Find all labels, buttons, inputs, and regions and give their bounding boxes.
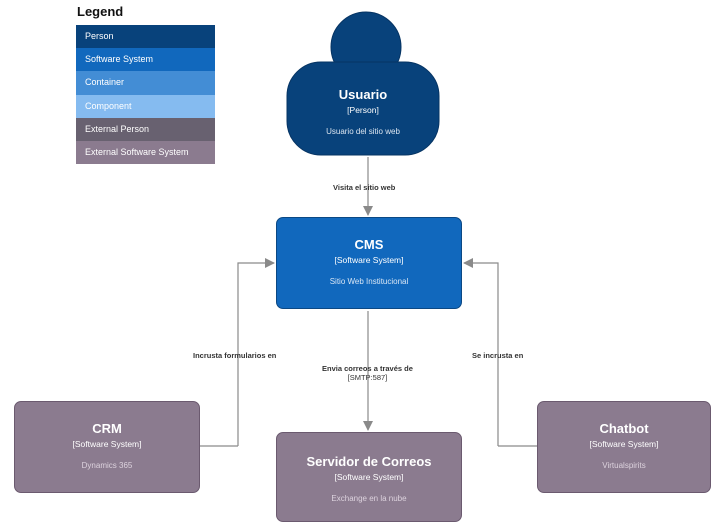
person-type: [Person] [347,105,379,115]
legend-item-component: Component [76,94,215,118]
edge-label-cms-mail: Envia correos a través de [SMTP:587] [322,364,413,382]
system-name: CRM [92,421,122,436]
legend-item-person: Person [76,25,215,49]
system-type: [Software System] [589,439,659,449]
system-name: CMS [354,237,384,252]
edge-label-text: Envia correos a través de [322,364,413,373]
edge-label-user-cms: Visita el sitio web [333,183,396,192]
legend: Person Software System Container Compone… [76,25,215,165]
system-name: Servidor de Correos [306,454,432,469]
person-name: Usuario [338,87,388,102]
system-description: Virtualspirits [602,461,646,470]
legend-title: Legend [77,4,124,19]
system-name: Chatbot [599,421,649,436]
system-description: Exchange en la nube [331,494,407,503]
edge-label-crm-cms: Incrusta formularios en [193,351,277,360]
person-description: Usuario del sitio web [326,127,400,136]
system-type: [Software System] [72,439,142,449]
system-servidor-de-correos[interactable]: Servidor de Correos [Software System] Ex… [276,432,462,522]
system-description: Dynamics 365 [81,461,133,470]
system-cms[interactable]: CMS [Software System] Sitio Web Instituc… [276,217,462,309]
legend-item-external-software-system: External Software System [76,140,215,165]
system-chatbot[interactable]: Chatbot [Software System] Virtualspirits [537,401,711,493]
legend-item-container: Container [76,71,215,95]
legend-item-software-system: Software System [76,48,215,72]
system-type: [Software System] [334,255,404,265]
system-crm[interactable]: CRM [Software System] Dynamics 365 [14,401,200,493]
edge-label-technology: [SMTP:587] [347,373,388,382]
person-usuario[interactable]: Usuario [Person] Usuario del sitio web [287,87,439,136]
edge-label-chatbot-cms: Se incrusta en [472,351,524,360]
person-shape[interactable] [286,11,440,156]
edge-chatbot-cms [463,258,499,446]
edge-crm-cms [237,258,275,446]
system-type: [Software System] [334,472,404,482]
system-description: Sitio Web Institucional [329,277,409,286]
person-body [286,61,440,156]
legend-item-external-person: External Person [76,117,215,141]
